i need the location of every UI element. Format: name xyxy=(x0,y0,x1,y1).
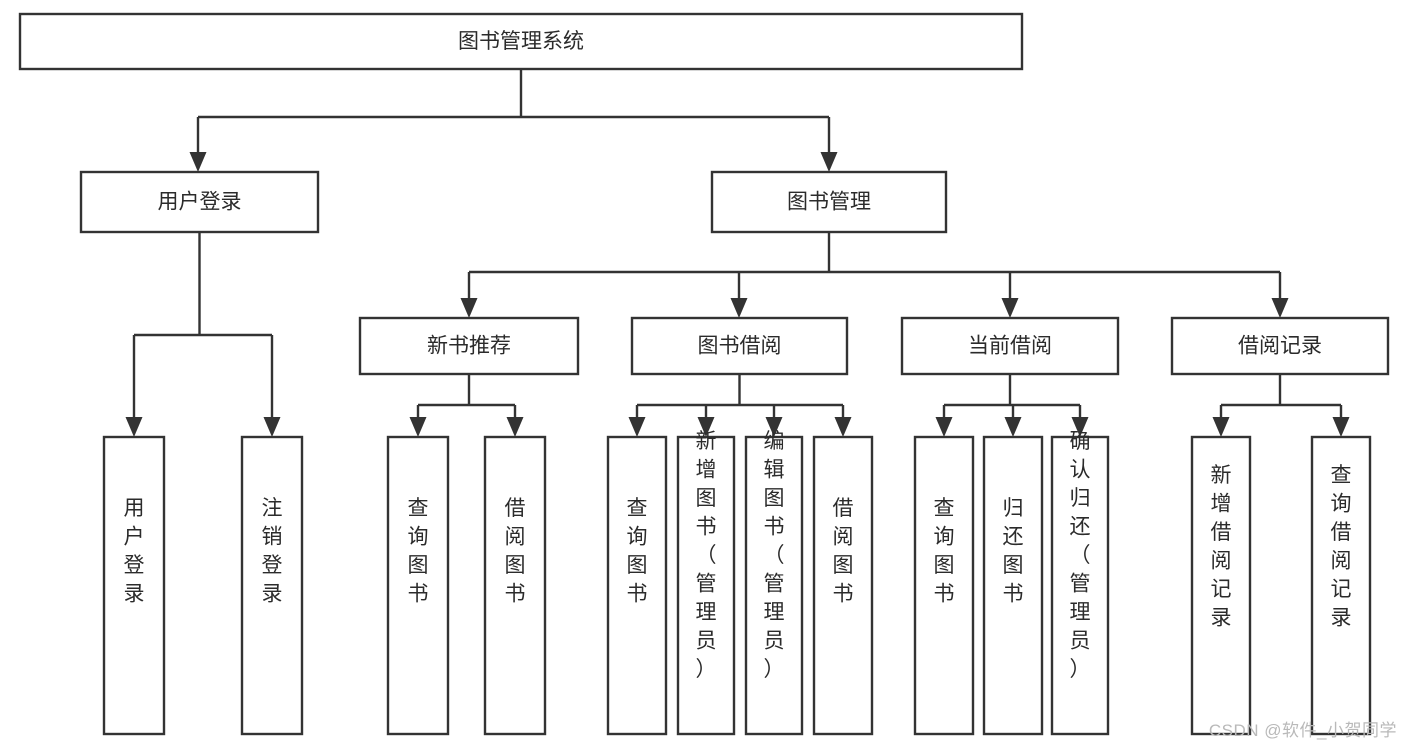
arrow-head-icon xyxy=(263,417,281,437)
arrow-head-icon xyxy=(460,298,478,318)
node-l3-图书借阅[interactable]: 图书借阅 xyxy=(630,316,849,376)
node-l3-当前借阅[interactable]: 当前借阅 xyxy=(900,316,1120,376)
node-label: 确认归还（管理员） xyxy=(1070,430,1091,681)
arrow-head-icon xyxy=(1332,417,1350,437)
arrow-head-icon xyxy=(1004,417,1022,437)
node-box-rect xyxy=(240,435,304,736)
node-label: 查询图书 xyxy=(408,497,429,606)
node-layer: 图书管理系统用户登录图书管理新书推荐图书借阅当前借阅借阅记录用户登录注销登录查询… xyxy=(18,12,1390,736)
node-leaf-查询图书[interactable]: 查询图书 xyxy=(606,435,668,736)
node-label: 新增借阅记录 xyxy=(1211,464,1232,630)
node-label: 查询图书 xyxy=(934,497,955,606)
node-box-rect xyxy=(900,316,1120,376)
node-box-rect xyxy=(1310,435,1372,736)
node-leaf-新增图书管理员[interactable]: 新增图书（管理员） xyxy=(676,430,736,736)
node-l2-图书管理[interactable]: 图书管理 xyxy=(710,170,948,234)
node-leaf-借阅图书[interactable]: 借阅图书 xyxy=(483,435,547,736)
arrow-head-icon xyxy=(1212,417,1230,437)
arrow-head-icon xyxy=(730,298,748,318)
arrow-head-icon xyxy=(189,152,207,172)
node-box-rect xyxy=(483,435,547,736)
node-label: 借阅图书 xyxy=(833,497,854,606)
node-box-rect xyxy=(1170,316,1390,376)
node-leaf-编辑图书管理员[interactable]: 编辑图书（管理员） xyxy=(744,430,804,736)
node-box-rect xyxy=(386,435,450,736)
node-leaf-确认归还管理员[interactable]: 确认归还（管理员） xyxy=(1050,430,1110,736)
connector-layer xyxy=(125,69,1350,437)
node-label: 归还图书 xyxy=(1003,497,1024,606)
node-label: 借阅图书 xyxy=(505,497,526,606)
node-box-rect xyxy=(18,12,1024,71)
arrow-head-icon xyxy=(409,417,427,437)
csdn-watermark: CSDN @软件_小贺同学 xyxy=(1208,721,1397,740)
node-label: 新书推荐 xyxy=(427,335,511,358)
node-label: 图书管理系统 xyxy=(458,30,584,53)
node-box-rect xyxy=(710,170,948,234)
node-root-图书管理系统[interactable]: 图书管理系统 xyxy=(18,12,1024,71)
node-label: 用户登录 xyxy=(124,497,145,606)
node-l3-借阅记录[interactable]: 借阅记录 xyxy=(1170,316,1390,376)
node-label: 图书借阅 xyxy=(698,335,782,358)
node-label: 用户登录 xyxy=(158,191,242,214)
node-leaf-新增借阅记录[interactable]: 新增借阅记录 xyxy=(1190,435,1252,736)
node-box-rect xyxy=(913,435,975,736)
arrow-head-icon xyxy=(765,417,783,437)
node-label: 图书管理 xyxy=(787,191,871,214)
node-box-rect xyxy=(79,170,320,234)
node-leaf-查询图书[interactable]: 查询图书 xyxy=(386,435,450,736)
node-leaf-查询图书[interactable]: 查询图书 xyxy=(913,435,975,736)
arrow-head-icon xyxy=(1001,298,1019,318)
arrow-head-icon xyxy=(125,417,143,437)
arrow-head-icon xyxy=(506,417,524,437)
node-box-rect xyxy=(744,435,804,736)
arrow-head-icon xyxy=(1271,298,1289,318)
node-label: 新增图书（管理员） xyxy=(696,430,717,681)
arrow-head-icon xyxy=(820,152,838,172)
node-label: 查询借阅记录 xyxy=(1331,464,1352,630)
node-box-rect xyxy=(606,435,668,736)
node-l3-新书推荐[interactable]: 新书推荐 xyxy=(358,316,580,376)
node-leaf-查询借阅记录[interactable]: 查询借阅记录 xyxy=(1310,435,1372,736)
node-box-rect xyxy=(982,435,1044,736)
node-label: 查询图书 xyxy=(627,497,648,606)
node-box-rect xyxy=(358,316,580,376)
node-leaf-注销登录[interactable]: 注销登录 xyxy=(240,435,304,736)
arrow-head-icon xyxy=(697,417,715,437)
node-box-rect xyxy=(812,435,874,736)
arrow-head-icon xyxy=(834,417,852,437)
arrow-head-icon xyxy=(1071,417,1089,437)
arrow-head-icon xyxy=(628,417,646,437)
node-leaf-用户登录[interactable]: 用户登录 xyxy=(102,435,166,736)
node-box-rect xyxy=(102,435,166,736)
node-box-rect xyxy=(676,435,736,736)
node-box-rect xyxy=(630,316,849,376)
arrow-head-icon xyxy=(935,417,953,437)
node-box-rect xyxy=(1050,435,1110,736)
node-leaf-借阅图书[interactable]: 借阅图书 xyxy=(812,435,874,736)
node-label: 编辑图书（管理员） xyxy=(764,430,785,681)
node-leaf-归还图书[interactable]: 归还图书 xyxy=(982,435,1044,736)
node-label: 当前借阅 xyxy=(968,335,1052,358)
node-l2-用户登录[interactable]: 用户登录 xyxy=(79,170,320,234)
node-box-rect xyxy=(1190,435,1252,736)
node-label: 注销登录 xyxy=(262,497,283,606)
node-label: 借阅记录 xyxy=(1238,335,1322,358)
